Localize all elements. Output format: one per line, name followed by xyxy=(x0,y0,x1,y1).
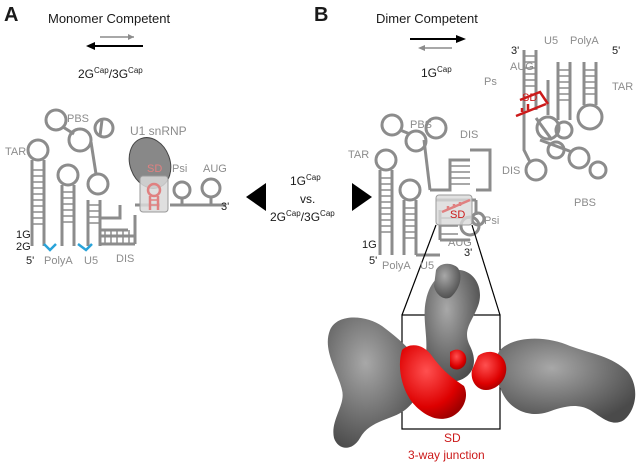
panel-b-title: Dimer Competent xyxy=(376,11,478,26)
label-pbs: PBS xyxy=(67,113,89,125)
label-tar: TAR xyxy=(5,146,26,158)
label-polya-top: PolyA xyxy=(570,35,599,47)
label-sd: SD xyxy=(147,163,162,175)
label-3prime-top: 3' xyxy=(511,45,519,57)
dimer-upper-basepairs xyxy=(524,55,596,101)
label-u5: U5 xyxy=(84,255,98,267)
center-line2: vs. xyxy=(300,192,315,206)
dimer-arrows xyxy=(410,35,466,51)
center-line1: 1GCap xyxy=(290,173,321,188)
caption-sd: SD xyxy=(444,431,461,445)
panel-b: B Dimer Competent 1GCap xyxy=(314,4,636,462)
label-3prime: 3' xyxy=(464,247,472,259)
label-dis: DIS xyxy=(460,129,478,141)
right-arrowhead xyxy=(352,183,372,211)
left-arrowhead xyxy=(246,183,266,211)
label-pbs: PBS xyxy=(410,119,432,131)
label-tar-right: TAR xyxy=(612,81,633,93)
sd-box xyxy=(139,175,169,213)
sd-lower-highlight xyxy=(441,198,471,214)
monomer-rna-structure xyxy=(26,108,225,246)
label-aug: AUG xyxy=(203,163,227,175)
sd-upper-highlight xyxy=(515,90,550,118)
monomer-basepairs xyxy=(32,169,130,244)
panel-b-cap-label: 1GCap xyxy=(421,65,452,80)
panel-a-title: Monomer Competent xyxy=(48,11,170,26)
dimer-labels: 3' U5 PolyA 5' AUG Ps SD TAR PBS TAR DIS… xyxy=(348,35,633,272)
label-pbs-lower: PBS xyxy=(574,197,596,209)
label-dis-lower: DIS xyxy=(502,165,520,177)
label-u5-top: U5 xyxy=(544,35,558,47)
label-dis: DIS xyxy=(116,253,134,265)
center-comparison: 1GCap vs. 2GCap/3GCap xyxy=(246,173,372,224)
caption-junction: 3-way junction xyxy=(408,448,485,462)
label-aug: AUG xyxy=(448,237,472,249)
cap-highlight xyxy=(43,243,93,252)
center-line3: 2GCap/3GCap xyxy=(270,209,335,224)
sd-hairpin xyxy=(146,182,162,210)
panel-a-letter: A xyxy=(4,4,18,26)
label-2g: 2G xyxy=(16,241,31,253)
panel-b-letter: B xyxy=(314,4,328,26)
panel-a: A Monomer Competent 2GCap/3GCap xyxy=(4,4,229,267)
label-sd-top: SD xyxy=(522,92,537,104)
label-5prime: 5' xyxy=(26,255,34,267)
monomer-arrows xyxy=(86,34,143,50)
label-1g: 1G xyxy=(362,239,377,251)
molecular-surface xyxy=(327,263,636,448)
label-5prime-top: 5' xyxy=(612,45,620,57)
label-1g: 1G xyxy=(16,229,31,241)
label-aug-top: AUG xyxy=(510,61,534,73)
label-polya: PolyA xyxy=(44,255,73,267)
monomer-labels: PBS TAR U1 snRNP SD Psi AUG 3' 1G 2G 5' … xyxy=(5,113,229,267)
label-u1-snrnp: U1 snRNP xyxy=(130,124,187,138)
label-psi: Psi xyxy=(172,163,187,175)
label-tar: TAR xyxy=(348,149,369,161)
label-3prime: 3' xyxy=(221,201,229,213)
panel-a-cap-label: 2GCap/3GCap xyxy=(78,66,143,81)
label-u5: U5 xyxy=(420,260,434,272)
dimer-lower-strand xyxy=(374,113,492,257)
label-psi: Psi xyxy=(484,215,499,227)
label-5prime: 5' xyxy=(369,255,377,267)
label-sd: SD xyxy=(450,209,465,221)
label-ps: Ps xyxy=(484,76,497,88)
label-polya: PolyA xyxy=(382,260,411,272)
